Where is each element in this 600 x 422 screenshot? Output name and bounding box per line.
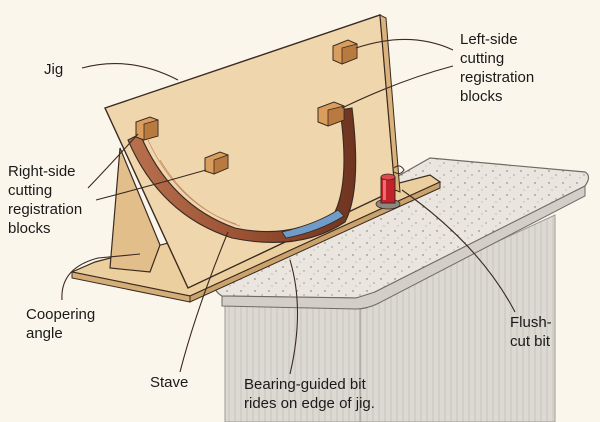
label-right-side-blocks: Right-side cutting registration blocks	[8, 162, 82, 238]
label-bearing-line1: Bearing-guided bit	[244, 376, 366, 393]
router-table	[213, 157, 590, 422]
left-side-block-2	[332, 39, 358, 65]
label-right-side-blocks-line4: blocks	[8, 220, 51, 237]
stave-grain	[147, 139, 241, 227]
label-left-side-blocks-line4: blocks	[460, 88, 503, 105]
label-bearing-line2: rides on edge of jig.	[244, 395, 375, 412]
label-flush-cut-line2: cut bit	[510, 333, 551, 350]
label-left-side-blocks-line2: cutting	[460, 50, 505, 67]
jig-leader	[81, 63, 179, 81]
flush-cut-bit	[375, 165, 405, 210]
right-blocks-leader-2	[95, 169, 207, 201]
jig-base-front-edge	[189, 181, 441, 303]
coopering-leader	[61, 253, 141, 301]
label-left-side-blocks-line3: registration	[460, 69, 535, 86]
label-left-side-blocks-line1: Left-side	[460, 31, 518, 48]
right-side-block-1	[135, 116, 159, 141]
jig	[70, 14, 442, 303]
label-coopering-angle-line2: angle	[26, 325, 63, 342]
left-blocks-leader-2	[341, 65, 454, 109]
table-top-edge	[221, 185, 586, 310]
label-flush-cut-line1: Flush-	[510, 314, 552, 331]
label-jig: Jig	[44, 61, 64, 78]
label-right-side-blocks-line1: Right-side	[8, 163, 76, 180]
label-coopering-angle-line1: Coopering	[26, 306, 96, 323]
right-blocks-leader-1	[87, 133, 139, 189]
label-left-side-blocks: Left-side cutting registration blocks	[460, 30, 534, 106]
left-blocks-leader-1	[355, 38, 454, 51]
label-stave: Stave	[150, 374, 189, 391]
label-right-side-blocks-line2: cutting	[8, 182, 53, 199]
coopering-support	[109, 147, 161, 273]
left-side-block-1	[317, 101, 345, 127]
rotation-arrow-icon	[393, 165, 405, 175]
label-flush-cut-bit: Flush- cut bit	[510, 313, 552, 351]
label-bearing-guided-bit: Bearing-guided bit rides on edge of jig.	[244, 375, 375, 413]
leader-lines	[61, 38, 516, 375]
label-right-side-blocks-line3: registration	[8, 201, 83, 218]
bearing-contact-band	[281, 209, 345, 239]
right-side-block-2	[204, 151, 229, 175]
bearing-leader	[289, 259, 298, 375]
flush-cut-leader	[401, 189, 516, 313]
stave-leader	[179, 231, 229, 373]
jig-panel-edge	[379, 14, 401, 193]
stave	[127, 107, 357, 243]
label-coopering-angle: Coopering angle	[26, 305, 95, 343]
